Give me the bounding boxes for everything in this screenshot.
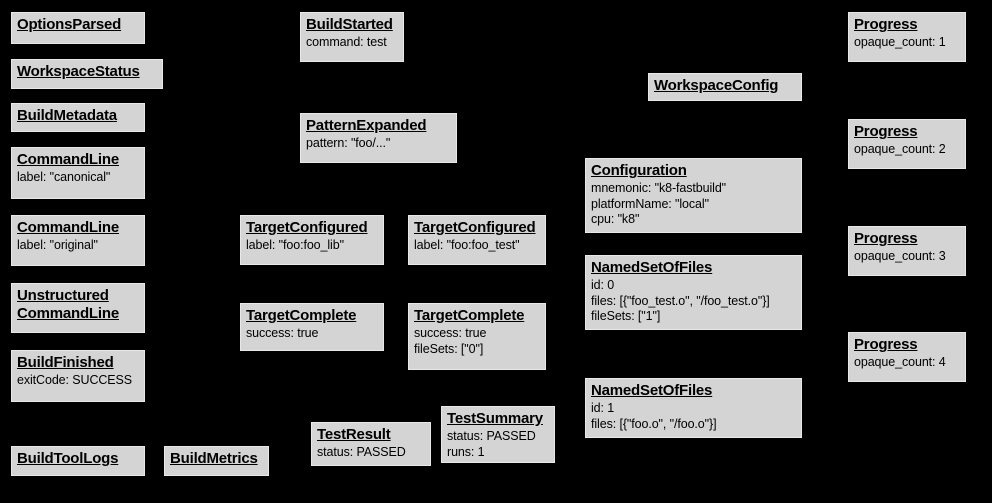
node-title: BuildStarted [306, 16, 393, 33]
node-progress-1[interactable]: Progress opaque_count: 1 [848, 12, 966, 62]
node-title: TargetConfigured [246, 219, 368, 236]
node-fields: opaque_count: 1 [854, 35, 946, 50]
node-configuration[interactable]: Configuration mnemonic: "k8-fastbuild" pl… [585, 158, 802, 233]
node-title: TestResult [317, 426, 391, 443]
node-options-parsed[interactable]: OptionsParsed [11, 12, 145, 44]
node-title: TargetComplete [246, 307, 357, 324]
node-target-complete-test[interactable]: TargetComplete success: true fileSets: ["… [408, 303, 546, 370]
node-title: Configuration [591, 162, 687, 179]
node-fields: pattern: "foo/..." [306, 136, 391, 151]
node-test-summary[interactable]: TestSummary status: PASSED runs: 1 [441, 406, 555, 463]
node-test-result[interactable]: TestResult status: PASSED [311, 422, 431, 466]
node-title: BuildMetrics [170, 450, 258, 467]
node-title: CommandLine [17, 219, 119, 236]
node-fields: opaque_count: 4 [854, 355, 946, 370]
node-fields: command: test [306, 35, 387, 50]
node-title: TestSummary [447, 410, 543, 427]
node-title: Progress [854, 16, 918, 33]
node-title: Progress [854, 230, 918, 247]
node-fields: success: true [246, 326, 319, 341]
node-title: TargetConfigured [414, 219, 536, 236]
node-fields: id: 1 files: [{"foo.o", "/foo.o"}] [591, 401, 717, 431]
node-pattern-expanded[interactable]: PatternExpanded pattern: "foo/..." [300, 113, 457, 163]
node-fields: label: "original" [17, 238, 98, 253]
node-build-metrics[interactable]: BuildMetrics [164, 446, 269, 476]
node-title: TargetComplete [414, 307, 525, 324]
node-title: Progress [854, 336, 918, 353]
node-named-set-of-files-1[interactable]: NamedSetOfFiles id: 1 files: [{"foo.o", "… [585, 378, 802, 438]
node-title: CommandLine [17, 151, 119, 168]
node-fields: status: PASSED [317, 445, 406, 460]
node-fields: mnemonic: "k8-fastbuild" platformName: "… [591, 181, 727, 226]
node-build-started[interactable]: BuildStarted command: test [300, 12, 404, 62]
node-progress-2[interactable]: Progress opaque_count: 2 [848, 119, 966, 169]
node-title: BuildFinished [17, 354, 114, 371]
node-fields: success: true fileSets: ["0"] [414, 326, 487, 356]
node-fields: label: "foo:foo_lib" [246, 238, 344, 253]
node-progress-3[interactable]: Progress opaque_count: 3 [848, 226, 966, 276]
node-title: NamedSetOfFiles [591, 382, 713, 399]
node-fields: label: "canonical" [17, 170, 111, 185]
node-title: BuildToolLogs [17, 450, 119, 467]
node-fields: status: PASSED runs: 1 [447, 429, 536, 459]
node-target-configured-foo-test[interactable]: TargetConfigured label: "foo:foo_test" [408, 215, 546, 265]
node-build-tool-logs[interactable]: BuildToolLogs [11, 446, 145, 476]
node-unstructured-command-line[interactable]: Unstructured CommandLine [11, 283, 145, 333]
node-command-line-canonical[interactable]: CommandLine label: "canonical" [11, 147, 145, 199]
node-title: NamedSetOfFiles [591, 259, 713, 276]
node-title: Progress [854, 123, 918, 140]
node-workspace-config[interactable]: WorkspaceConfig [648, 73, 802, 101]
node-title: BuildMetadata [17, 107, 117, 124]
node-fields: opaque_count: 3 [854, 249, 946, 264]
node-build-metadata[interactable]: BuildMetadata [11, 103, 145, 132]
node-fields: id: 0 files: [{"foo_test.o", "/foo_test.… [591, 278, 770, 323]
node-title: OptionsParsed [17, 16, 122, 33]
node-fields: label: "foo:foo_test" [414, 238, 520, 253]
node-title: PatternExpanded [306, 117, 427, 134]
node-command-line-original[interactable]: CommandLine label: "original" [11, 215, 145, 266]
node-fields: exitCode: SUCCESS [17, 373, 133, 388]
node-title: WorkspaceConfig [654, 77, 779, 94]
node-fields: opaque_count: 2 [854, 142, 946, 157]
node-target-complete-lib[interactable]: TargetComplete success: true [240, 303, 384, 351]
node-named-set-of-files-0[interactable]: NamedSetOfFiles id: 0 files: [{"foo_test.… [585, 255, 802, 330]
node-title: Unstructured CommandLine [17, 287, 119, 323]
node-progress-4[interactable]: Progress opaque_count: 4 [848, 332, 966, 382]
node-title: WorkspaceStatus [17, 63, 140, 80]
node-workspace-status[interactable]: WorkspaceStatus [11, 59, 163, 89]
node-target-configured-foo-lib[interactable]: TargetConfigured label: "foo:foo_lib" [240, 215, 384, 265]
node-build-finished[interactable]: BuildFinished exitCode: SUCCESS [11, 350, 145, 402]
